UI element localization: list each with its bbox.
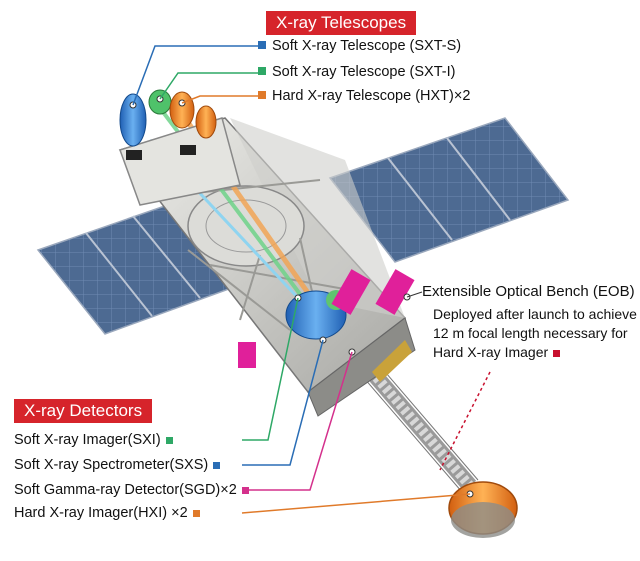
telescope-leaders	[132, 45, 258, 106]
eob-description: Deployed after launch to achieve 12 m fo…	[433, 306, 637, 360]
eob-leader	[439, 371, 491, 471]
eob-marker	[553, 350, 561, 357]
telescope-color-marker	[258, 41, 266, 49]
detector-label-sgd: Soft Gamma-ray Detector(SGD)×2	[14, 482, 249, 498]
telescope-label-sxt-i: Soft X-ray Telescope (SXT-I)	[258, 64, 455, 80]
spacecraft-body	[118, 89, 416, 417]
xray-telescopes-header: X-ray Telescopes	[266, 11, 417, 35]
extensible-optical-bench	[363, 365, 479, 493]
hard-xray-imager-module	[448, 481, 518, 538]
detector-label-sxs: Soft X-ray Spectrometer(SXS)	[14, 457, 221, 473]
detector-color-marker	[241, 487, 249, 494]
solar-panel-right	[328, 117, 570, 263]
telescope-color-marker	[258, 91, 266, 99]
detector-leaders	[241, 297, 471, 514]
telescope-color-marker	[258, 67, 266, 75]
detector-label-hxi: Hard X-ray Imager(HXI) ×2	[14, 505, 200, 521]
detector-color-marker	[192, 510, 200, 517]
detector-label-sxi: Soft X-ray Imager(SXI)	[14, 432, 173, 448]
detector-color-marker	[165, 437, 173, 444]
telescope-label-hxt: Hard X-ray Telescope (HXT)×2	[258, 88, 470, 104]
eob-title: Extensible Optical Bench (EOB)	[422, 283, 635, 300]
detector-color-marker	[213, 462, 221, 469]
xray-detectors-header: X-ray Detectors	[14, 399, 153, 423]
telescope-label-sxt-s: Soft X-ray Telescope (SXT-S)	[258, 38, 461, 54]
